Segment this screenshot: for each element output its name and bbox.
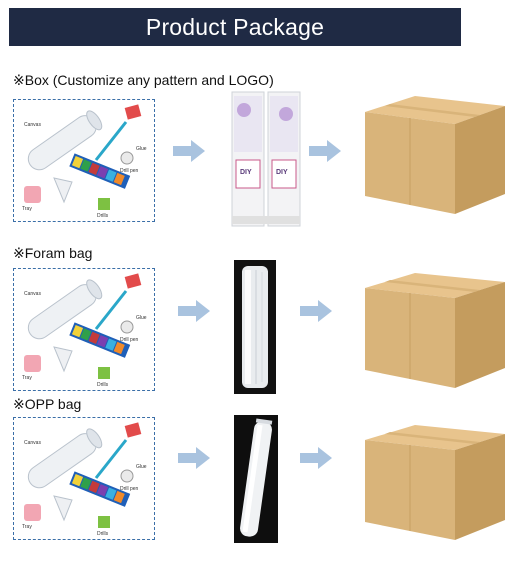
carton-box-icon bbox=[365, 273, 505, 388]
kit-image-box: Canvas Glue Drill pen Tray Drills bbox=[13, 99, 155, 222]
right-arrow-icon bbox=[178, 447, 210, 469]
kit-tray-label: Tray bbox=[22, 206, 32, 212]
kit-canvas-label: Canvas bbox=[24, 122, 41, 128]
kit-drill-pen-label: Drill pen bbox=[120, 486, 139, 492]
foam-bag-package bbox=[234, 260, 276, 394]
section-label-foram-bag: ※Foram bag bbox=[13, 245, 93, 261]
kit-glue-label: Glue bbox=[136, 315, 147, 321]
kit-drill-pen-label: Drill pen bbox=[120, 168, 139, 174]
page-title: Product Package bbox=[145, 13, 325, 40]
kit-drill-pen-label: Drill pen bbox=[120, 337, 139, 343]
section-label-opp-bag: ※OPP bag bbox=[13, 396, 82, 412]
right-arrow-icon bbox=[178, 300, 210, 322]
kit-drills-label: Drills bbox=[97, 213, 109, 219]
opp-bag-package bbox=[234, 415, 278, 543]
kit-drills-label: Drills bbox=[97, 382, 109, 388]
kit-glue-label: Glue bbox=[136, 146, 147, 152]
kit-drills-label: Drills bbox=[97, 531, 109, 537]
section-label-box: ※Box (Customize any pattern and LOGO) bbox=[13, 72, 274, 88]
carton-box-icon bbox=[365, 96, 505, 214]
kit-image-opp-bag: Canvas Glue Drill pen Tray Drills bbox=[13, 417, 155, 540]
header-banner: Product Package bbox=[9, 8, 461, 46]
kit-glue-label: Glue bbox=[136, 464, 147, 470]
kit-tray-label: Tray bbox=[22, 375, 32, 381]
package-diy-left: DIY bbox=[240, 169, 252, 176]
package-diy-right: DIY bbox=[276, 169, 288, 176]
kit-image-foram-bag: Canvas Glue Drill pen Tray Drills bbox=[13, 268, 155, 391]
printed-package-box: DIY DIY bbox=[231, 91, 301, 227]
carton-box-icon bbox=[365, 425, 505, 540]
kit-canvas-label: Canvas bbox=[24, 291, 41, 297]
right-arrow-icon bbox=[300, 300, 332, 322]
right-arrow-icon bbox=[309, 140, 341, 162]
right-arrow-icon bbox=[300, 447, 332, 469]
kit-canvas-label: Canvas bbox=[24, 440, 41, 446]
right-arrow-icon bbox=[173, 140, 205, 162]
kit-tray-label: Tray bbox=[22, 524, 32, 530]
